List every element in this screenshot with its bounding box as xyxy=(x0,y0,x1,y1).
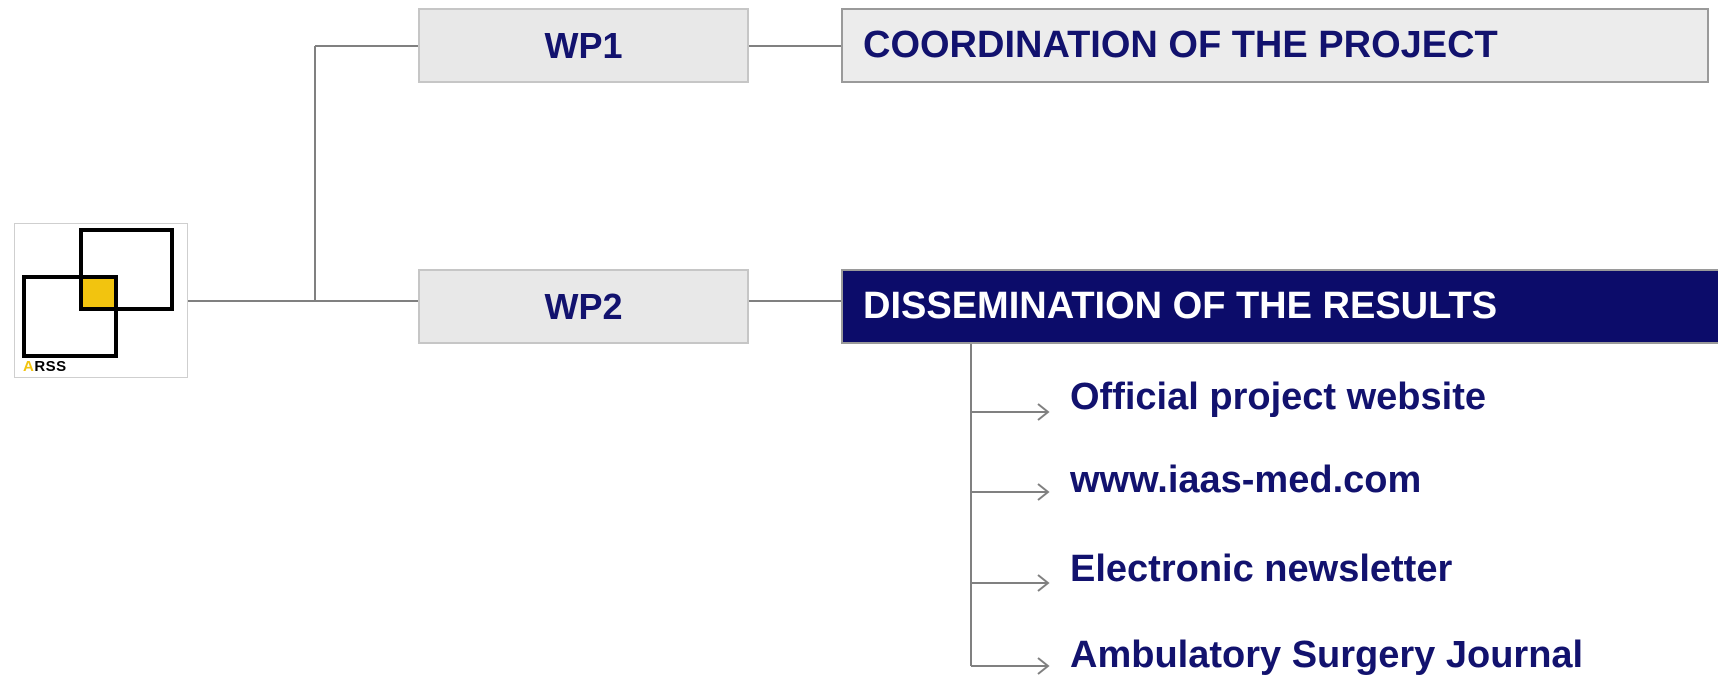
wp2-box: WP2 xyxy=(418,269,749,344)
dissemination-item-website: Official project website xyxy=(1070,376,1486,418)
dissemination-item-journal: Ambulatory Surgery Journal xyxy=(1070,634,1584,676)
wp1-title: COORDINATION OF THE PROJECT xyxy=(863,24,1498,66)
wp1-label: WP1 xyxy=(544,24,623,66)
wp2-title-box: DISSEMINATION OF THE RESULTS xyxy=(841,269,1718,344)
dissemination-item-url: www.iaas-med.com xyxy=(1070,459,1422,501)
dissemination-item-newsletter: Electronic newsletter xyxy=(1070,548,1453,590)
wp1-box: WP1 xyxy=(418,8,749,83)
arrow-item-0 xyxy=(971,403,1050,421)
logo-wordmark-rest: RSS xyxy=(34,358,67,375)
logo-wordmark-accent: A xyxy=(23,358,35,375)
wp2-title: DISSEMINATION OF THE RESULTS xyxy=(863,285,1498,327)
arss-logo: ARSS xyxy=(14,223,188,378)
arrow-item-3 xyxy=(971,657,1050,675)
logo-wordmark: ARSS xyxy=(23,358,67,375)
wp1-title-box: COORDINATION OF THE PROJECT xyxy=(841,8,1709,83)
arrow-item-2 xyxy=(971,574,1050,592)
logo-squares-icon xyxy=(22,228,174,358)
wp2-label: WP2 xyxy=(544,285,623,327)
arrow-item-1 xyxy=(971,483,1050,501)
